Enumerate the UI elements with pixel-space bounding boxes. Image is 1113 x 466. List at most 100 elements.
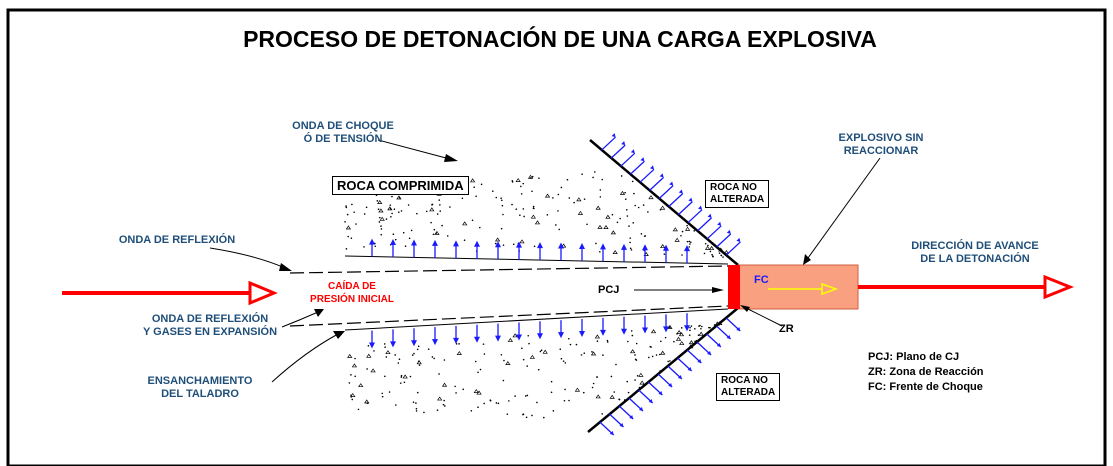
shock-wave-leader (377, 139, 447, 159)
stipple-top-dot (407, 204, 410, 206)
stipple-bottom-triangle (351, 363, 358, 368)
stipple-top-dot (624, 191, 626, 194)
stipple-bottom-dot (521, 347, 523, 350)
stipple-bottom-triangle (688, 340, 695, 345)
stipple-top-dot (595, 242, 597, 245)
stipple-top-dot (344, 220, 346, 223)
shock-front-arrow-upper-head (640, 157, 645, 162)
stipple-bottom-dot (433, 357, 435, 360)
shock-front-arrow-upper (716, 233, 732, 248)
stipple-top-dot (345, 206, 348, 209)
stipple-bottom-dot (634, 354, 636, 356)
stipple-bottom-dot (651, 355, 654, 358)
stipple-bottom-dot (385, 356, 388, 358)
stipple-bottom-dot (462, 388, 465, 391)
pressure-drop-label: CAÍDA DE PRESIÓN INICIAL (292, 280, 412, 306)
stipple-top-dot (402, 231, 405, 234)
stipple-bottom-triangle (698, 331, 704, 336)
stipple-bottom-triangle (370, 368, 376, 373)
stipple-bottom-dot (673, 340, 675, 343)
stipple-top-dot (531, 190, 533, 193)
stipple-bottom-dot (550, 380, 553, 383)
pressure-arrow-down-head (537, 333, 543, 340)
stipple-top-dot (704, 242, 707, 245)
stipple-bottom-dot (658, 353, 661, 356)
stipple-bottom-dot (455, 392, 457, 394)
reflection-wave-leader (209, 247, 286, 269)
shock-front-arrow-upper (629, 160, 645, 175)
stipple-bottom-dot (668, 326, 671, 329)
stipple-bottom-dot (415, 410, 418, 412)
stipple-top-dot (625, 208, 628, 211)
stipple-top-dot (400, 210, 403, 212)
stipple-bottom-dot (367, 345, 370, 347)
stipple-top-triangle (659, 205, 666, 210)
stipple-bottom-dot (348, 382, 351, 384)
stipple-top-dot (681, 254, 683, 256)
stipple-bottom-dot (354, 357, 356, 360)
shock-front-arrow-upper-head (726, 229, 731, 234)
stipple-bottom-dot (416, 348, 419, 351)
stipple-top-dot (659, 208, 662, 211)
unaltered-rock-top-label: ROCA NO ALTERADA (705, 180, 770, 208)
fc-arrow-head (821, 282, 839, 296)
stipple-bottom-dot (564, 388, 566, 391)
pressure-arrow-up-head (369, 238, 375, 245)
stipple-bottom-dot (700, 327, 702, 330)
shock-wave-label: ONDA DE CHOQUE Ó DE TENSIÓN (288, 120, 398, 146)
pressure-arrow-down-head (453, 337, 459, 344)
stipple-top-dot (376, 200, 379, 202)
stipple-bottom-triangle (679, 340, 685, 345)
stipple-top-dot (345, 205, 347, 207)
stipple-top-dot (522, 182, 525, 185)
stipple-top-triangle (469, 178, 476, 183)
stipple-bottom-triangle (678, 332, 685, 337)
shock-front-arrow-upper (687, 209, 703, 224)
shock-front-arrow-upper (610, 144, 626, 159)
borehole-lower-wall (289, 305, 729, 327)
stipple-bottom-dot (635, 342, 638, 345)
stipple-bottom-dot (618, 398, 620, 401)
stipple-bottom-dot (412, 401, 415, 403)
zr-pointer-head (740, 305, 750, 312)
stipple-bottom-dot (531, 414, 533, 417)
stipple-top-dot (449, 206, 451, 208)
stipple-bottom-dot (514, 395, 516, 397)
stipple-top-dot (616, 221, 619, 224)
stipple-bottom-dot (648, 356, 650, 359)
stipple-top-triangle (595, 205, 601, 210)
shock-front-arrow-lower-head (716, 343, 721, 347)
stipple-top-triangle (560, 243, 567, 248)
shock-wave-label-line-2: Ó DE TENSIÓN (303, 133, 383, 145)
stipple-bottom-dot (397, 362, 400, 364)
stipple-bottom-dot (664, 336, 667, 339)
stipple-bottom-dot (701, 325, 703, 328)
stipple-top-dot (441, 224, 443, 227)
stipple-bottom-triangle (456, 350, 462, 355)
stipple-top-triangle (610, 230, 616, 235)
stipple-bottom-dot (350, 396, 353, 398)
stipple-top-triangle (597, 224, 603, 229)
stipple-top-dot (634, 204, 636, 207)
stipple-top-dot (511, 203, 513, 206)
stipple-top-dot (350, 237, 353, 239)
stipple-top-dot (558, 228, 561, 231)
stipple-bottom-dot (562, 360, 565, 362)
shock-front-arrow-lower-head (707, 351, 712, 355)
pressure-arrow-up-head (411, 239, 417, 246)
stipple-bottom-dot (540, 349, 543, 352)
stipple-bottom-dot (443, 399, 445, 402)
stipple-bottom-dot (676, 333, 678, 335)
stipple-top-dot (611, 213, 614, 216)
shock-front-arrow-upper-head (630, 149, 635, 154)
stipple-top-dot (531, 175, 534, 178)
stipple-bottom-triangle (675, 336, 682, 341)
stipple-top-dot (502, 244, 505, 246)
stipple-top-dot (398, 196, 401, 199)
pressure-arrow-up-head (663, 244, 669, 251)
stipple-bottom-dot (591, 386, 594, 389)
reflection-gases-line-1: ONDA DE REFLEXIÓN (151, 313, 269, 325)
stipple-top-dot (707, 244, 709, 247)
stipple-bottom-dot (583, 352, 586, 355)
stipple-bottom-dot (482, 343, 485, 345)
